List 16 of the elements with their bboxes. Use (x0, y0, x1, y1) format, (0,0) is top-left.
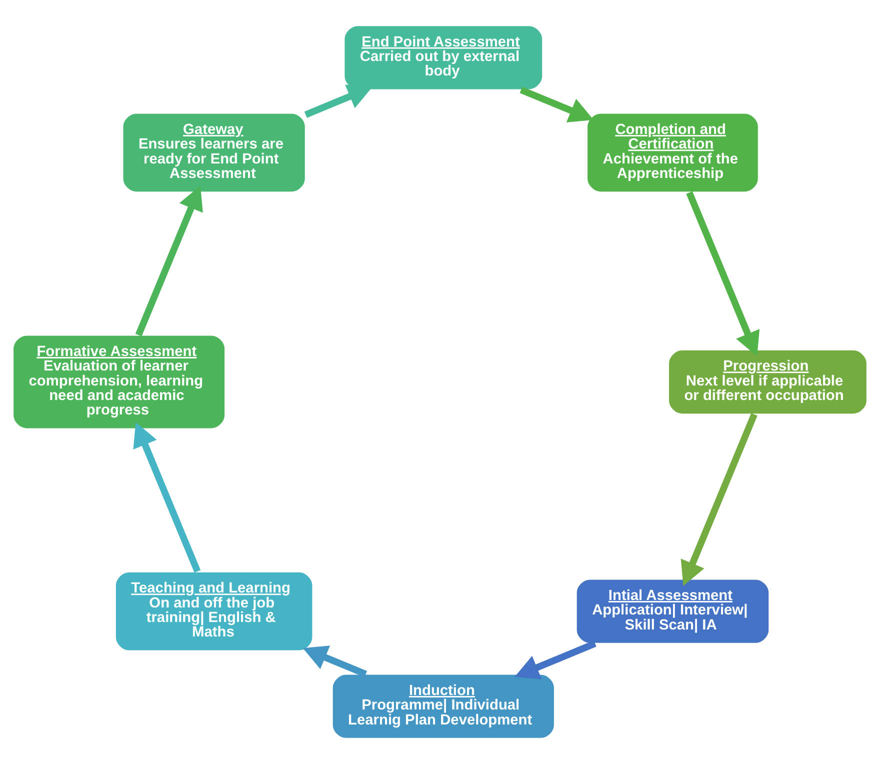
arrow (302, 645, 368, 677)
arrow (520, 86, 594, 122)
node-box: End Point Assessment Carried out by external body (344, 24, 544, 90)
arrow (133, 422, 201, 572)
node-box: Gateway Ensures learners are ready for End Point Assessment (122, 112, 306, 192)
node-box: Intial Assessment Application| Interview| Skill Scan| IA (576, 578, 770, 644)
node-box: Induction Programme| Individual Learnig Plan Development (332, 673, 556, 739)
node-box: Formative Assessment Evaluation of learner comprehension, learning need and academic progress (12, 334, 226, 429)
arrow (135, 185, 203, 336)
arrow (514, 640, 596, 679)
arrow (680, 412, 758, 586)
node-box: Progression Next level if applicable or different occupation (668, 348, 868, 414)
arrow (686, 190, 760, 356)
arrow (304, 84, 372, 118)
node-box: Completion and Certification Achievement of the Apprenticeship (586, 112, 760, 192)
node-box: Teaching and Learning On and off the job training| English & Maths (114, 570, 314, 651)
